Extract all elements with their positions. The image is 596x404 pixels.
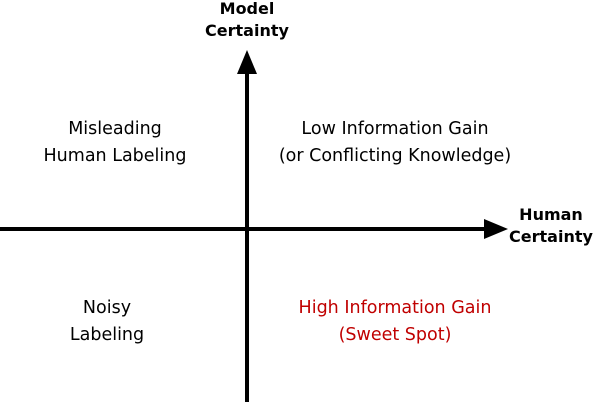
- x-axis-title-line-1: Human: [519, 205, 583, 224]
- quadrant-top-right: Low Information Gain (or Conflicting Kno…: [262, 116, 528, 170]
- quadrant-bottom-right-line-1: High Information Gain: [298, 298, 492, 318]
- quadrant-bottom-right: High Information Gain (Sweet Spot): [280, 295, 510, 349]
- quadrant-bottom-right-line-2: (Sweet Spot): [338, 325, 452, 345]
- y-axis-title: Model Certainty: [187, 0, 307, 42]
- quadrant-top-left: Misleading Human Labeling: [15, 116, 215, 170]
- quadrant-bottom-left-line-1: Noisy: [82, 298, 132, 318]
- quadrant-bottom-left-line-2: Labeling: [69, 325, 145, 345]
- y-axis-title-line-2: Certainty: [205, 21, 289, 40]
- horizontal-axis-arrowhead: [484, 219, 508, 239]
- vertical-axis-arrowhead: [237, 50, 257, 74]
- x-axis-title: Human Certainty: [503, 204, 596, 248]
- y-axis-title-line-1: Model: [219, 0, 275, 18]
- x-axis-title-line-2: Certainty: [509, 227, 593, 246]
- quadrant-top-left-line-1: Misleading: [68, 119, 162, 139]
- quadrant-bottom-left: Noisy Labeling: [27, 295, 187, 349]
- quadrant-top-right-line-2: (or Conflicting Knowledge): [278, 146, 512, 166]
- quadrant-top-right-line-1: Low Information Gain: [301, 119, 489, 139]
- quadrant-top-left-line-2: Human Labeling: [43, 146, 187, 166]
